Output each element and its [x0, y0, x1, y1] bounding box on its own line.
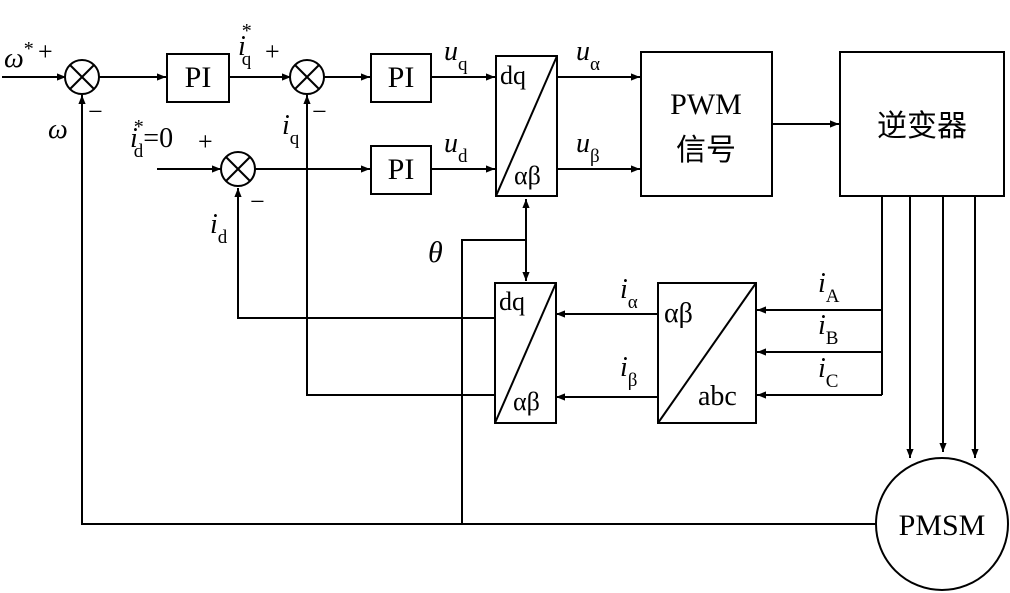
plus-sign-iq: + [265, 37, 280, 66]
inverse-park-block: dq αβ [495, 55, 558, 197]
plus-sign-id: + [198, 127, 213, 156]
iq-feedback-label: iq [282, 110, 300, 149]
plus-sign-speed: + [38, 37, 53, 66]
omega-ref-label: ω* [4, 38, 34, 74]
i-beta-label: iβ [620, 352, 637, 391]
sum-junction-iq [289, 59, 325, 95]
clarke-block: αβ abc [657, 282, 757, 424]
pwm-label: PWM [670, 88, 742, 121]
ubeta-label: uβ [576, 128, 600, 167]
inverter-block: 逆变器 [839, 51, 1005, 197]
pwm-block: PWM 信号 [640, 51, 773, 197]
pi-block-speed: PI [166, 53, 230, 103]
theta-label: θ [428, 236, 443, 269]
iq-ref-label: i*q [238, 20, 252, 70]
ualpha-label: uα [576, 36, 600, 75]
motor-label: PMSM [899, 509, 986, 542]
park-dq-label: dq [499, 287, 525, 316]
ia-label: iA [818, 268, 840, 307]
pi-block-iq: PI [370, 53, 432, 103]
minus-sign-iq: − [312, 97, 327, 126]
clarke-abc-label: abc [698, 381, 737, 412]
pi-label: PI [185, 61, 212, 94]
sum-junction-speed [64, 59, 100, 95]
uq-label: uq [444, 36, 468, 75]
inverter-label: 逆变器 [877, 109, 967, 144]
park-ab-label: αβ [513, 387, 540, 416]
pi-block-id: PI [370, 145, 432, 195]
sum-junction-id [220, 151, 256, 187]
iq-feedback-line [303, 95, 494, 396]
speed-feedback-line [78, 95, 876, 525]
ic-label: iC [818, 353, 838, 392]
inverse-park-ab-label: αβ [514, 161, 541, 190]
id-feedback-label: id [210, 209, 228, 248]
pi-label: PI [388, 153, 415, 186]
minus-sign-id: − [250, 187, 265, 216]
i-alpha-label: iα [620, 274, 638, 313]
clarke-ab-label: αβ [664, 298, 693, 329]
omega-feedback-label: ω [48, 114, 68, 145]
inverse-park-dq-label: dq [500, 61, 526, 90]
park-block: dq αβ [494, 282, 557, 424]
id-feedback-line [234, 188, 494, 319]
pmsm-motor: PMSM [875, 457, 1009, 591]
signal-lines [2, 73, 979, 525]
id-ref-label: i*d=0 [130, 116, 173, 162]
pi-label: PI [388, 61, 415, 94]
minus-sign-speed: − [88, 97, 103, 126]
pwm-signal-label: 信号 [676, 133, 736, 168]
theta-line [461, 239, 526, 524]
ud-label: ud [444, 128, 468, 167]
ib-label: iB [818, 310, 838, 349]
